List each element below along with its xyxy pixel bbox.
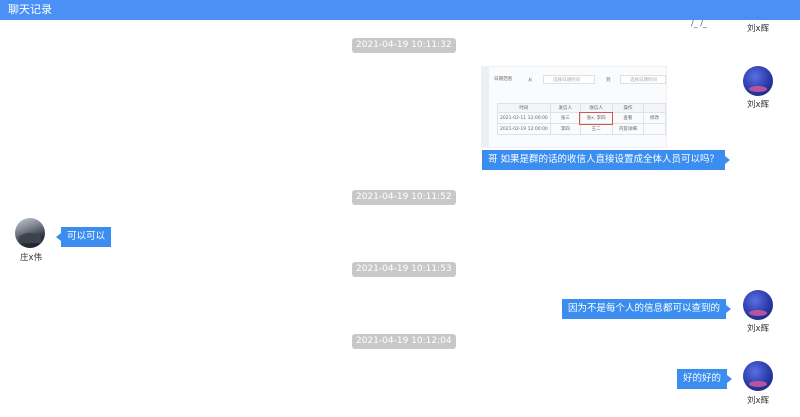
window-titlebar: 聊天记录 bbox=[0, 0, 800, 20]
screenshot-table: 时间 发信人 收信人 操作 2021-02-11 12:00:00 张三 张x,… bbox=[497, 103, 666, 135]
message-bubble[interactable]: 可以可以 bbox=[55, 227, 112, 247]
sender-name: 刘x辉 bbox=[747, 24, 770, 34]
screenshot-filter-label: 日期范围 bbox=[494, 77, 512, 82]
avatar[interactable] bbox=[743, 66, 773, 96]
message-bubble[interactable]: 哥 如果是群的话的收信人直接设置成全体人员可以吗？ bbox=[482, 150, 731, 170]
screenshot-date-field: 选择日期时间 bbox=[620, 75, 666, 84]
avatar[interactable] bbox=[743, 361, 773, 391]
message-timestamp: 2021-04-19 10:11:52 bbox=[352, 190, 456, 205]
screenshot-date-field: 选择日期时间 bbox=[543, 75, 595, 84]
sender-name: 刘x辉 bbox=[747, 396, 770, 406]
message-bubble[interactable]: 因为不是每个人的信息都可以查到的 bbox=[562, 299, 732, 319]
message-timestamp: 2021-04-19 10:11:32 bbox=[352, 38, 456, 53]
sender-name: 刘x辉 bbox=[747, 100, 770, 110]
screenshot-sidebar bbox=[482, 67, 489, 147]
message-bubble[interactable]: 好的好的 bbox=[677, 369, 733, 389]
sender-name: 庄x伟 bbox=[20, 253, 43, 263]
avatar[interactable] bbox=[15, 218, 45, 248]
image-message[interactable]: 日期范围 从 选择日期时间 到 选择日期时间 时间 发信人 收信人 操作 202… bbox=[481, 66, 667, 148]
sender-name: 刘x辉 bbox=[747, 324, 770, 334]
avatar[interactable] bbox=[743, 290, 773, 320]
message-timestamp: 2021-04-19 10:11:53 bbox=[352, 262, 456, 277]
screenshot-filter-a: 从 bbox=[528, 78, 533, 83]
window-title: 聊天记录 bbox=[8, 3, 52, 16]
screenshot-filter-b: 到 bbox=[606, 78, 611, 83]
scrolled-message-fragment: /_ /_ bbox=[691, 19, 707, 28]
message-timestamp: 2021-04-19 10:12:04 bbox=[352, 334, 456, 349]
